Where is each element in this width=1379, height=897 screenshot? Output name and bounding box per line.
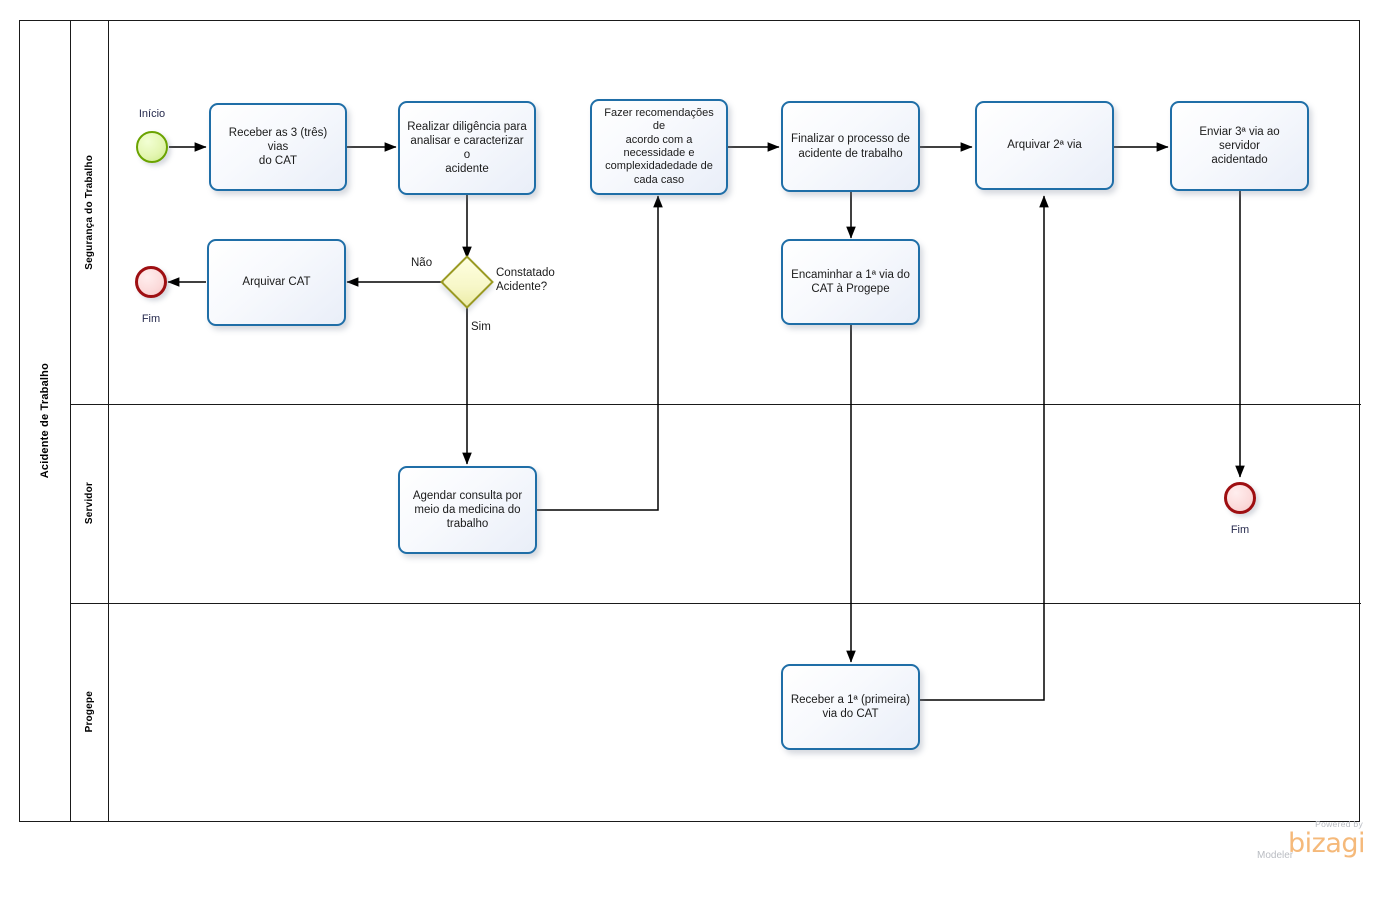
task-agendar-consulta[interactable]: Agendar consulta por meio da medicina do… bbox=[398, 466, 537, 554]
lane-divider-2 bbox=[71, 603, 1361, 604]
bizagi-watermark: Powered by bizagi Modeler bbox=[1249, 820, 1369, 878]
watermark-product: Modeler bbox=[1257, 849, 1294, 861]
flow-label-nao: Não bbox=[411, 257, 433, 269]
task-receber-1a-via-cat[interactable]: Receber a 1ª (primeira) via do CAT bbox=[781, 664, 920, 750]
end-event-label-servidor: Fim bbox=[1230, 524, 1250, 536]
task-arquivar-cat[interactable]: Arquivar CAT bbox=[207, 239, 346, 326]
start-event-label: Início bbox=[138, 108, 166, 120]
lane-label-servidor: Servidor bbox=[84, 482, 95, 525]
lane-label-progepe: Progepe bbox=[84, 691, 95, 733]
lane-header-seguranca: Segurança do Trabalho bbox=[71, 21, 109, 404]
pool-title: Acidente de Trabalho bbox=[39, 363, 51, 479]
gateway-label: Constatado Acidente? bbox=[496, 267, 555, 294]
flow-label-sim: Sim bbox=[471, 321, 491, 333]
task-encaminhar-1a-via-progepe[interactable]: Encaminhar a 1ª via do CAT à Progepe bbox=[781, 239, 920, 325]
lane-divider-1 bbox=[71, 404, 1361, 405]
lane-servidor: Servidor bbox=[71, 404, 1361, 603]
lane-progepe: Progepe bbox=[71, 603, 1361, 821]
task-enviar-3a-via[interactable]: Enviar 3ª via ao servidor acidentado bbox=[1170, 101, 1309, 191]
end-event-fim-servidor[interactable] bbox=[1224, 482, 1256, 514]
end-event-fim-seguranca[interactable] bbox=[135, 266, 167, 298]
lane-header-progepe: Progepe bbox=[71, 603, 109, 821]
start-event-inicio[interactable] bbox=[136, 131, 168, 163]
task-receber-3-vias-cat[interactable]: Receber as 3 (três) vias do CAT bbox=[209, 103, 347, 191]
task-finalizar-processo[interactable]: Finalizar o processo de acidente de trab… bbox=[781, 101, 920, 192]
watermark-brand: bizagi bbox=[1288, 827, 1366, 859]
task-fazer-recomendacoes[interactable]: Fazer recomendações de acordo com a nece… bbox=[590, 99, 728, 195]
lane-seguranca-do-trabalho: Segurança do Trabalho bbox=[71, 21, 1361, 404]
end-event-label-seguranca: Fim bbox=[141, 313, 161, 325]
lane-header-servidor: Servidor bbox=[71, 404, 109, 603]
pool-header: Acidente de Trabalho bbox=[20, 21, 71, 821]
watermark-powered-by: Powered by bbox=[1315, 819, 1363, 829]
lane-label-seguranca: Segurança do Trabalho bbox=[84, 155, 95, 270]
task-arquivar-2a-via[interactable]: Arquivar 2ª via bbox=[975, 101, 1114, 190]
task-realizar-diligencia[interactable]: Realizar diligência para analisar e cara… bbox=[398, 101, 536, 195]
